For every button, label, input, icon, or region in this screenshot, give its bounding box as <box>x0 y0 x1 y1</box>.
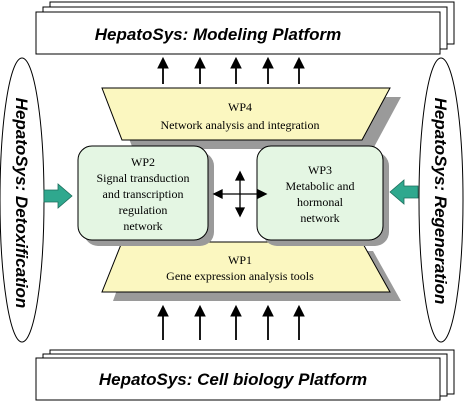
wp3-line-2: hormonal <box>297 195 344 209</box>
up-arrow-icon <box>262 56 274 84</box>
top-platform-box: HepatoSys: Modeling Platform <box>35 1 455 55</box>
wp2-line-1: Signal transduction <box>97 171 190 185</box>
up-arrow-icon <box>262 304 274 340</box>
bottom-platform-title: HepatoSys: Cell biology Platform <box>99 370 367 389</box>
right-teal-arrow-icon <box>389 179 419 205</box>
left-ellipse: HepatoSys: Detoxification <box>0 57 45 343</box>
up-arrow-icon <box>194 304 206 340</box>
up-arrow-icon <box>293 56 305 84</box>
wp2-line-3: regulation <box>119 203 168 217</box>
up-arrow-icon <box>230 56 242 84</box>
up-arrow-icon <box>293 304 305 340</box>
bottom-arrow-group <box>157 304 305 340</box>
right-ellipse-title: HepatoSys: Regeneration <box>431 98 450 305</box>
wp4-code: WP4 <box>228 100 252 114</box>
wp3-box <box>256 145 389 246</box>
wp2-line-4: network <box>123 219 162 233</box>
wp3-code: WP3 <box>308 163 332 177</box>
wp4-band <box>101 87 401 149</box>
top-platform-title: HepatoSys: Modeling Platform <box>95 25 342 44</box>
left-ellipse-title: HepatoSys: Detoxification <box>12 98 31 309</box>
wp2-box <box>77 145 214 246</box>
up-arrow-icon <box>157 56 169 84</box>
right-ellipse: HepatoSys: Regeneration <box>418 57 464 343</box>
four-way-arrow-icon <box>212 170 268 218</box>
wp1-label: Gene expression analysis tools <box>166 269 314 283</box>
bottom-platform-box: HepatoSys: Cell biology Platform <box>35 349 455 401</box>
wp3-line-3: network <box>300 211 339 225</box>
wp2-code: WP2 <box>131 155 155 169</box>
wp4-label: Network analysis and integration <box>161 118 320 132</box>
up-arrow-icon <box>194 56 206 84</box>
wp1-band <box>101 241 401 301</box>
wp1-code: WP1 <box>228 253 252 267</box>
up-arrow-icon <box>157 304 169 340</box>
left-teal-arrow-icon <box>43 183 73 209</box>
wp2-line-2: and transcription <box>103 187 184 201</box>
up-arrow-icon <box>230 304 242 340</box>
wp3-line-1: Metabolic and <box>286 179 355 193</box>
top-arrow-group <box>157 56 305 84</box>
